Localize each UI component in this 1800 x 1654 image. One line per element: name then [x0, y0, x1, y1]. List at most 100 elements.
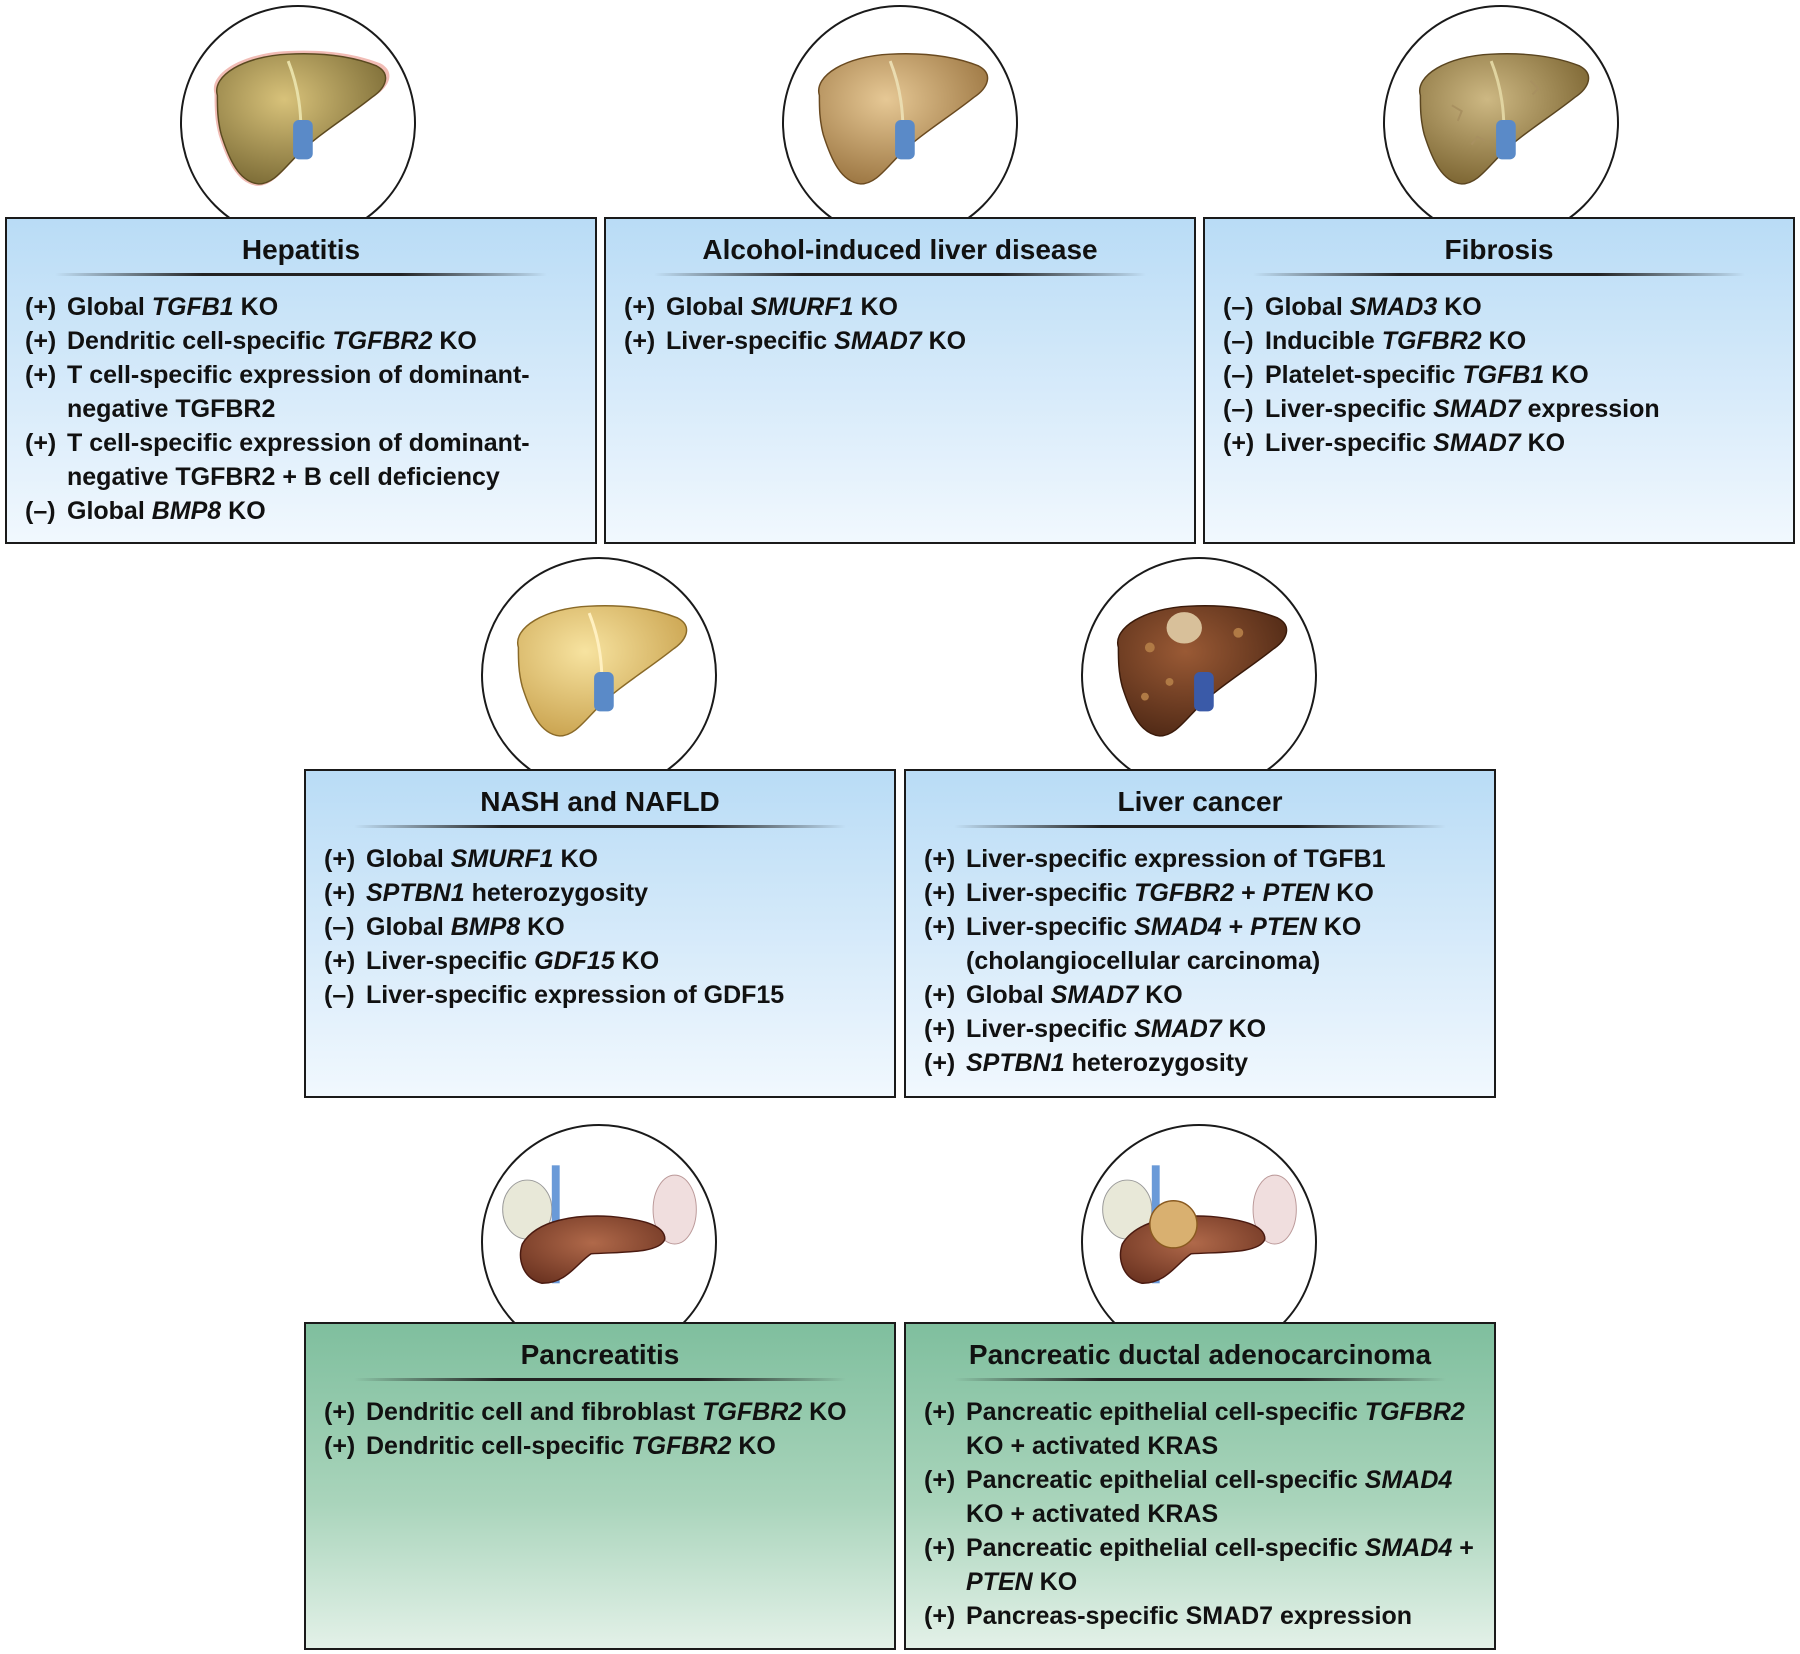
- item-text: Pancreatic epithelial cell-specific: [966, 1534, 1365, 1562]
- item-text: Global: [366, 913, 451, 941]
- title-divider: [954, 825, 1446, 828]
- gene-name: BMP8: [450, 913, 521, 941]
- effect-sign: (+): [924, 1466, 956, 1494]
- item-text: Liver-specific: [966, 913, 1135, 941]
- panel-alcohol-induced-liver-disease: Alcohol-induced liver disease (+)Global …: [604, 217, 1196, 544]
- item-text: KO: [233, 293, 279, 321]
- list-item: (+)Liver-specific SMAD4 + PTEN KO (chola…: [924, 910, 1476, 978]
- list-item: (+)Pancreas-specific SMAD7 expression: [924, 1599, 1476, 1633]
- title-divider: [354, 1378, 846, 1381]
- effect-sign: (+): [324, 1398, 356, 1426]
- effect-sign: (+): [324, 879, 356, 907]
- effect-sign: (+): [924, 1049, 956, 1077]
- item-text: Liver-specific expression of TGFB1: [966, 845, 1386, 873]
- list-item: (+)Dendritic cell-specific TGFBR2 KO: [324, 1429, 876, 1463]
- title-divider: [1253, 273, 1745, 276]
- alcoholic-liver-icon: [782, 5, 1018, 241]
- item-text: KO: [432, 327, 477, 355]
- list-item: (+)Global SMURF1 KO: [624, 290, 1176, 324]
- item-text: Liver-specific: [666, 327, 835, 355]
- item-text: KO: [1032, 1568, 1078, 1596]
- item-text: Liver-specific: [366, 947, 535, 975]
- list-item: (+)Pancreatic epithelial cell-specific T…: [924, 1395, 1476, 1463]
- effect-sign: (–): [1223, 327, 1254, 355]
- panel-hepatitis: Hepatitis (+)Global TGFB1 KO(+)Dendritic…: [5, 217, 597, 544]
- item-text: KO: [221, 497, 266, 525]
- item-text: KO + activated KRAS: [966, 1432, 1219, 1460]
- gene-name: TGFBR2: [332, 327, 433, 355]
- list-item: (+)Liver-specific expression of TGFB1: [924, 842, 1476, 876]
- effect-sign: (+): [324, 947, 356, 975]
- title-divider: [55, 273, 547, 276]
- item-text: Global: [1265, 293, 1350, 321]
- item-text: Dendritic cell-specific: [366, 1432, 632, 1460]
- item-text: +: [1452, 1534, 1474, 1562]
- gene-name: TGFBR2: [1381, 327, 1482, 355]
- effect-sign: (+): [924, 1534, 956, 1562]
- item-list: (+)Liver-specific expression of TGFB1(+)…: [924, 842, 1476, 1080]
- item-text: KO: [1520, 429, 1566, 457]
- item-text: KO: [553, 845, 598, 873]
- item-text: Global: [366, 845, 451, 873]
- list-item: (+)Global SMURF1 KO: [324, 842, 876, 876]
- gene-name: GDF15: [534, 947, 615, 975]
- effect-sign: (+): [25, 327, 57, 355]
- panel-title: Hepatitis: [241, 234, 361, 265]
- item-text: Liver-specific: [1265, 429, 1434, 457]
- effect-sign: (+): [25, 293, 57, 321]
- item-text: KO: [853, 293, 898, 321]
- item-text: Liver-specific expression of GDF15: [366, 981, 785, 1009]
- list-item: (+)Liver-specific SMAD7 KO: [924, 1012, 1476, 1046]
- panel-title: Fibrosis: [1444, 234, 1554, 265]
- panel-fibrosis: Fibrosis (–)Global SMAD3 KO(–)Inducible …: [1203, 217, 1795, 544]
- gene-name: SMAD7: [1433, 429, 1521, 457]
- panel-title: Alcohol-induced liver disease: [702, 234, 1098, 265]
- gene-name: SMAD4: [1134, 913, 1222, 941]
- gene-name: PTEN: [1262, 879, 1330, 907]
- list-item: (+)T cell-specific expression of dominan…: [25, 426, 577, 494]
- effect-sign: (+): [624, 327, 656, 355]
- panel-liver-cancer: Liver cancer (+)Liver-specific expressio…: [904, 769, 1496, 1098]
- inflamed-pancreas-icon: [481, 1124, 717, 1360]
- item-text: KO: [1329, 879, 1374, 907]
- effect-sign: (+): [924, 1015, 956, 1043]
- item-text: Liver-specific: [1265, 395, 1434, 423]
- list-item: (+)Dendritic cell-specific TGFBR2 KO: [25, 324, 577, 358]
- title-divider: [354, 825, 846, 828]
- gene-name: SMURF1: [450, 845, 554, 873]
- list-item: (+)Liver-specific SMAD7 KO: [624, 324, 1176, 358]
- item-text: expression: [1520, 395, 1660, 423]
- gene-name: SPTBN1: [366, 879, 465, 907]
- panel-title: Pancreatitis: [520, 1339, 680, 1370]
- item-text: Pancreas-specific SMAD7 expression: [966, 1602, 1413, 1630]
- effect-sign: (+): [324, 1432, 356, 1460]
- list-item: (+) SPTBN1 heterozygosity: [324, 876, 876, 910]
- item-list: (+)Dendritic cell and fibroblast TGFBR2 …: [324, 1395, 876, 1463]
- title-divider: [954, 1378, 1446, 1381]
- item-text: KO: [1221, 1015, 1267, 1043]
- item-list: (+)Global TGFB1 KO(+)Dendritic cell-spec…: [25, 290, 577, 528]
- tumorous-liver-icon: [1081, 557, 1317, 793]
- effect-sign: (–): [1223, 293, 1254, 321]
- item-text: heterozygosity: [464, 879, 649, 907]
- item-text: T cell-specific expression of dominant-n…: [67, 429, 530, 491]
- item-text: KO: [921, 327, 967, 355]
- gene-name: PTEN: [966, 1568, 1033, 1596]
- item-text: heterozygosity: [1064, 1049, 1249, 1077]
- effect-sign: (–): [25, 497, 56, 525]
- effect-sign: (–): [1223, 361, 1254, 389]
- effect-sign: (–): [1223, 395, 1254, 423]
- gene-name: SMAD3: [1349, 293, 1438, 321]
- gene-name: TGFBR2: [1134, 879, 1235, 907]
- list-item: (–)Global BMP8 KO: [324, 910, 876, 944]
- gene-name: SMAD7: [1050, 981, 1139, 1009]
- item-text: KO: [731, 1432, 776, 1460]
- effect-sign: (+): [1223, 429, 1255, 457]
- gene-name: SMAD4: [1364, 1534, 1453, 1562]
- gene-name: TGFBR2: [1364, 1398, 1465, 1426]
- effect-sign: (–): [324, 981, 355, 1009]
- item-text: KO: [614, 947, 660, 975]
- list-item: (+)Pancreatic epithelial cell-specific S…: [924, 1463, 1476, 1531]
- panel-title: NASH and NAFLD: [480, 786, 720, 817]
- item-list: (–)Global SMAD3 KO(–)Inducible TGFBR2 KO…: [1223, 290, 1775, 460]
